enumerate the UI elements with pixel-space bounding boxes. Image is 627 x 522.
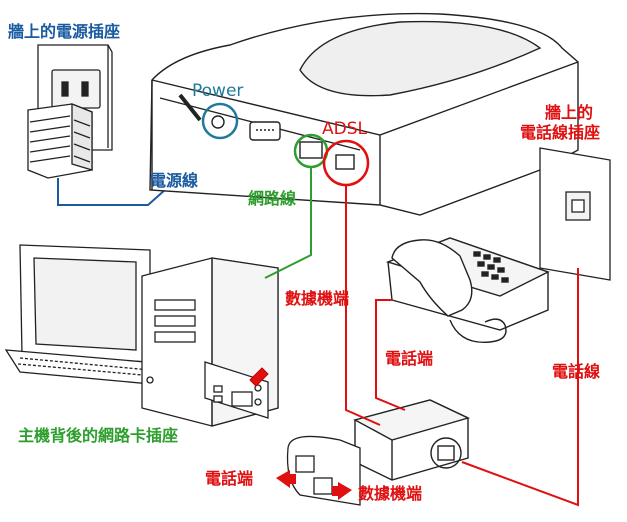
wall-phone-jack [539, 147, 611, 281]
wall-phone-jack-label-1: 牆上的 [545, 103, 594, 122]
data-port-arrow [332, 482, 352, 500]
phone-line-label: 電話線 [552, 362, 601, 381]
phone-end-arrow [276, 470, 296, 488]
phone-end-label-top: 電話端 [385, 349, 434, 368]
modem-port-label-bottom: 數據機端 [358, 484, 423, 503]
modem-to-splitter-line [345, 185, 381, 426]
splitter-port-circle [430, 437, 462, 469]
wall-jack-to-splitter-line [461, 268, 579, 507]
splitter-port-detail [286, 435, 361, 506]
power-label: Power [192, 81, 244, 101]
modem-port-label-top: 數據機端 [285, 289, 350, 308]
nic-socket-label: 主機背後的網路卡插座 [18, 426, 179, 445]
network-cable-line [264, 167, 312, 279]
power-highlight-circle [201, 102, 239, 140]
adsl-label: ADSL [322, 119, 367, 139]
phone-end-label-bottom: 電話端 [205, 469, 254, 488]
adsl-splitter [353, 399, 470, 481]
wall-power-outlet [27, 44, 113, 179]
computer [4, 244, 279, 427]
power-cord-label: 電源線 [150, 171, 199, 190]
nic-arrow [249, 367, 269, 387]
adsl-modem [149, 12, 579, 216]
network-cable-label: 網路線 [248, 189, 297, 208]
telephone [385, 237, 550, 344]
wall-phone-jack-label-2: 電話線插座 [520, 123, 601, 142]
phone-to-splitter-line [375, 299, 406, 411]
wall-power-outlet-label: 牆上的電源插座 [8, 22, 121, 41]
